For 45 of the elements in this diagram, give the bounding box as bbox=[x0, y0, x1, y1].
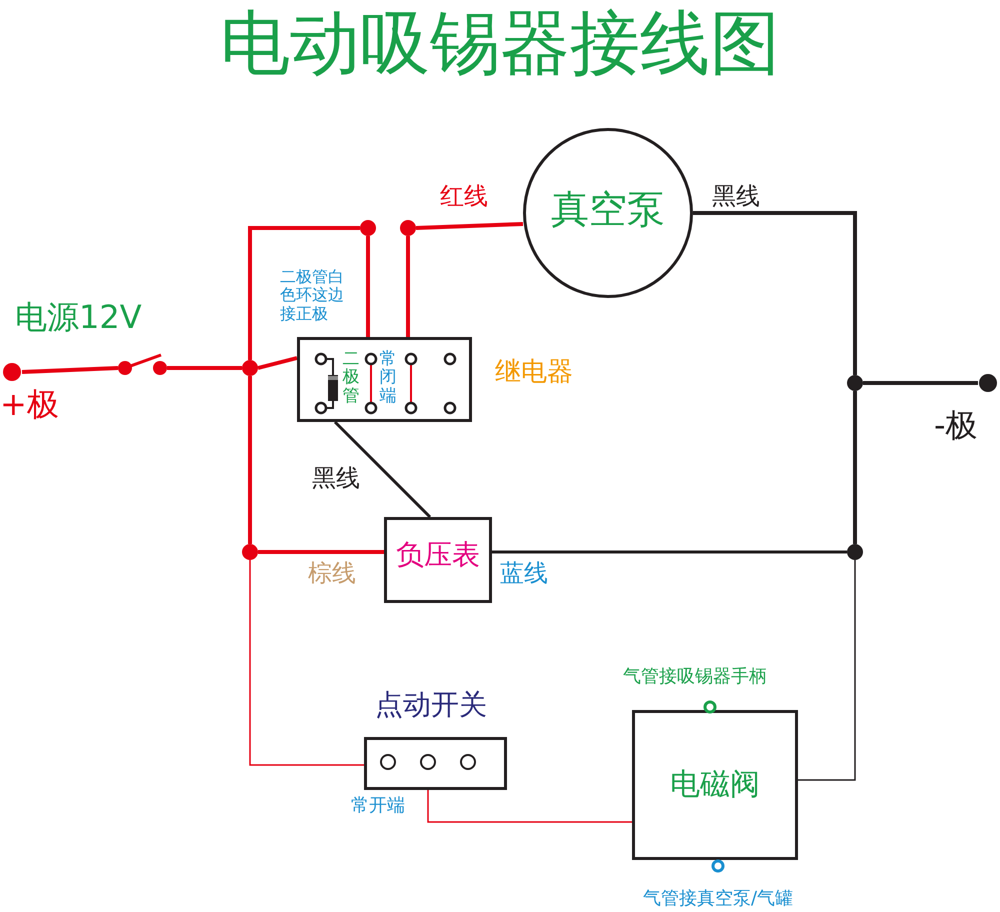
gauge-label: 负压表 bbox=[395, 540, 481, 571]
pressure-gauge-box bbox=[384, 517, 492, 603]
port-label: 气管接吸锡器手柄 bbox=[623, 667, 767, 687]
wire bbox=[366, 236, 370, 337]
diode-label: 二极管 bbox=[342, 350, 360, 406]
power-label: 电源12V bbox=[15, 300, 142, 336]
wire bbox=[427, 790, 632, 823]
junction-dot bbox=[847, 375, 863, 391]
terminal-label: -极 bbox=[934, 408, 978, 444]
wire bbox=[22, 366, 118, 374]
wire bbox=[416, 222, 524, 230]
junction-dot bbox=[242, 544, 258, 560]
wire bbox=[334, 420, 432, 518]
terminal-label: 常开端 bbox=[351, 796, 405, 816]
relay-label: 继电器 bbox=[495, 358, 573, 387]
vacuum-pump-circle bbox=[523, 128, 693, 298]
junction-dot bbox=[242, 360, 258, 376]
junction-dot bbox=[847, 544, 863, 560]
valve-label: 电磁阀 bbox=[669, 768, 761, 801]
junction-dot bbox=[400, 220, 416, 236]
wire-label: 红线 bbox=[440, 183, 488, 210]
wire bbox=[492, 550, 847, 554]
wire bbox=[693, 211, 857, 375]
wire-label: 黑线 bbox=[712, 183, 760, 210]
wire bbox=[798, 560, 856, 781]
terminal-label: +极 bbox=[0, 387, 59, 422]
wire-label: 黑线 bbox=[312, 465, 360, 492]
wire-label: 棕线 bbox=[308, 560, 356, 586]
junction-dot bbox=[360, 220, 376, 236]
wire bbox=[248, 376, 252, 544]
wire bbox=[863, 381, 978, 385]
diagram-title: 电动吸锡器接线图 bbox=[219, 5, 781, 82]
wire bbox=[406, 236, 410, 337]
contact-label: 常闭端 bbox=[379, 350, 397, 406]
wire bbox=[248, 226, 360, 360]
pump-label: 真空泵 bbox=[550, 189, 666, 231]
wire bbox=[249, 560, 364, 766]
wire bbox=[167, 366, 242, 370]
wire bbox=[258, 550, 384, 554]
switch-label: 点动开关 bbox=[375, 690, 487, 721]
wire-label: 蓝线 bbox=[500, 560, 548, 586]
wire bbox=[258, 356, 298, 370]
wire bbox=[853, 391, 857, 544]
port-label: 气管接真空泵/气罐 bbox=[643, 889, 794, 909]
note: 二极管白色环这边接正极 bbox=[280, 268, 345, 324]
